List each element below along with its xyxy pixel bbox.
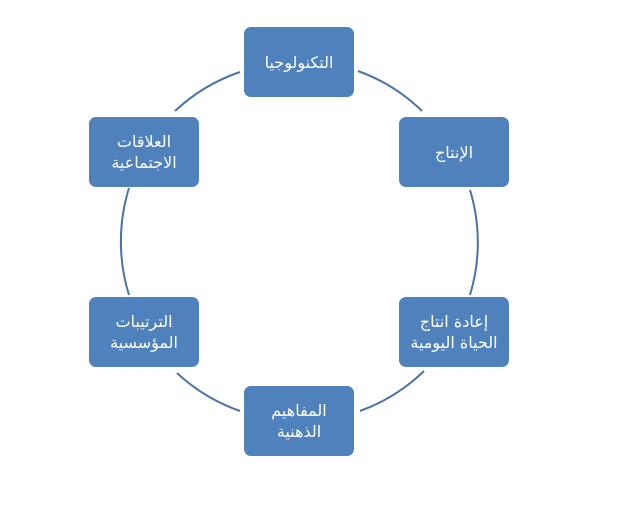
node-label: العلاقات الاجتماعية (111, 132, 177, 172)
node-daily-life-reproduction: إعادة انتاج الحياة اليومية (399, 297, 509, 367)
node-label: التكنولوجيا (264, 52, 334, 72)
node-production: الإنتاج (399, 117, 509, 187)
connector-arc-bottom-right (359, 370, 425, 412)
node-label: الإنتاج (434, 142, 474, 162)
node-label: الترتيبات المؤسسية (110, 312, 178, 352)
node-label: إعادة انتاج الحياة اليومية (410, 312, 498, 352)
node-technology: التكنولوجيا (244, 27, 354, 97)
node-institutional-arrangements: الترتيبات المؤسسية (89, 297, 199, 367)
connector-arc-top-right (357, 70, 423, 112)
connector-arc-left (119, 187, 130, 296)
node-mental-concepts: المفاهيم الذهنية (244, 386, 354, 456)
connector-arc-right (469, 189, 479, 296)
connector-arc-top-left (174, 71, 241, 112)
connector-arc-bottom-left (176, 372, 241, 412)
node-label: المفاهيم الذهنية (271, 401, 327, 441)
node-social-relations: العلاقات الاجتماعية (89, 117, 199, 187)
